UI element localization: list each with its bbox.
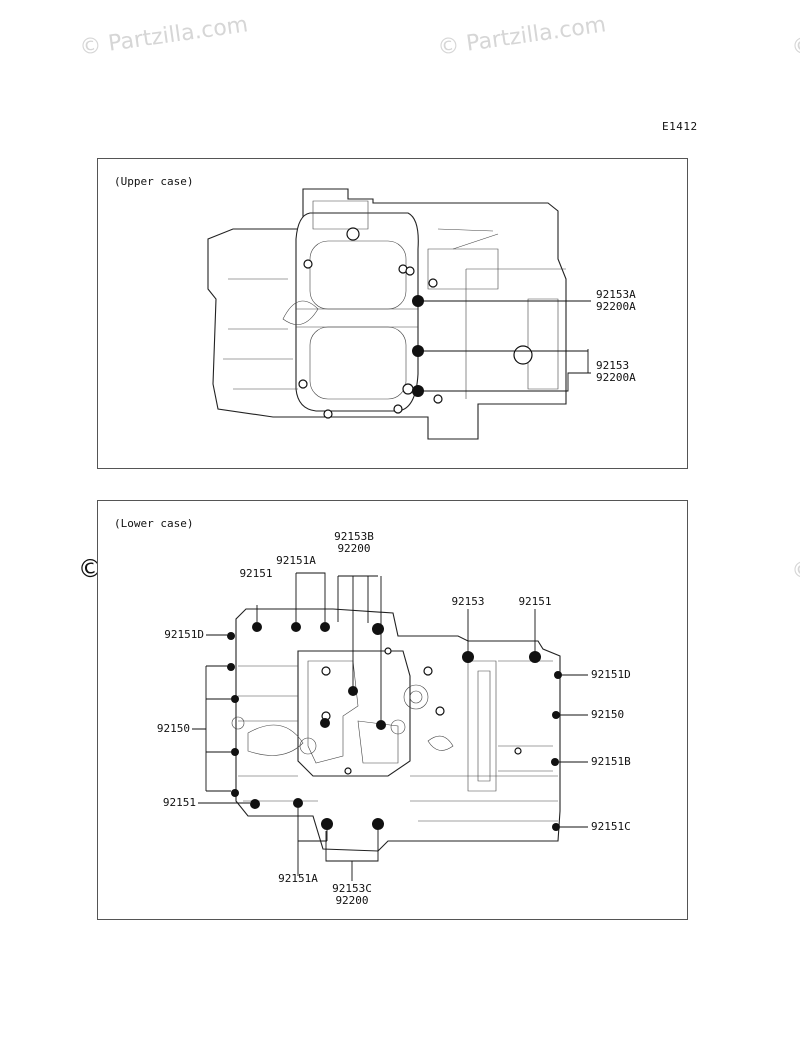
label-92151D-right: 92151D: [591, 668, 631, 681]
label-92151A-top: 92151A: [276, 554, 316, 567]
watermark-top-middle: © Partzilla.com: [436, 12, 608, 61]
lower-case-drawing: [192, 572, 588, 881]
watermark-mid-right: © Partzilla.com: [790, 536, 800, 585]
label-92151-left: 92151: [162, 796, 196, 809]
lower-case-title: (Lower case): [114, 517, 194, 530]
label-92151C: 92151C: [591, 820, 631, 833]
watermark-top-right: © Partzilla.com: [790, 12, 800, 61]
upper-case-drawing: [207, 188, 591, 440]
label-92153-top: 92153: [451, 595, 485, 608]
label-92151A-bottom: 92151A: [278, 872, 318, 885]
label-92151-topright: 92151: [518, 595, 552, 608]
upper-case-title: (Upper case): [114, 175, 194, 188]
watermark-top-left: © Partzilla.com: [78, 12, 250, 61]
label-92150-left: 92150: [156, 722, 190, 735]
diagram-code: E1412: [662, 120, 698, 133]
label-92151D-left: 92151D: [164, 628, 204, 641]
label-92151B: 92151B: [591, 755, 631, 768]
label-92150-right: 92150: [591, 708, 625, 721]
label-92151-top: 92151: [239, 567, 273, 580]
